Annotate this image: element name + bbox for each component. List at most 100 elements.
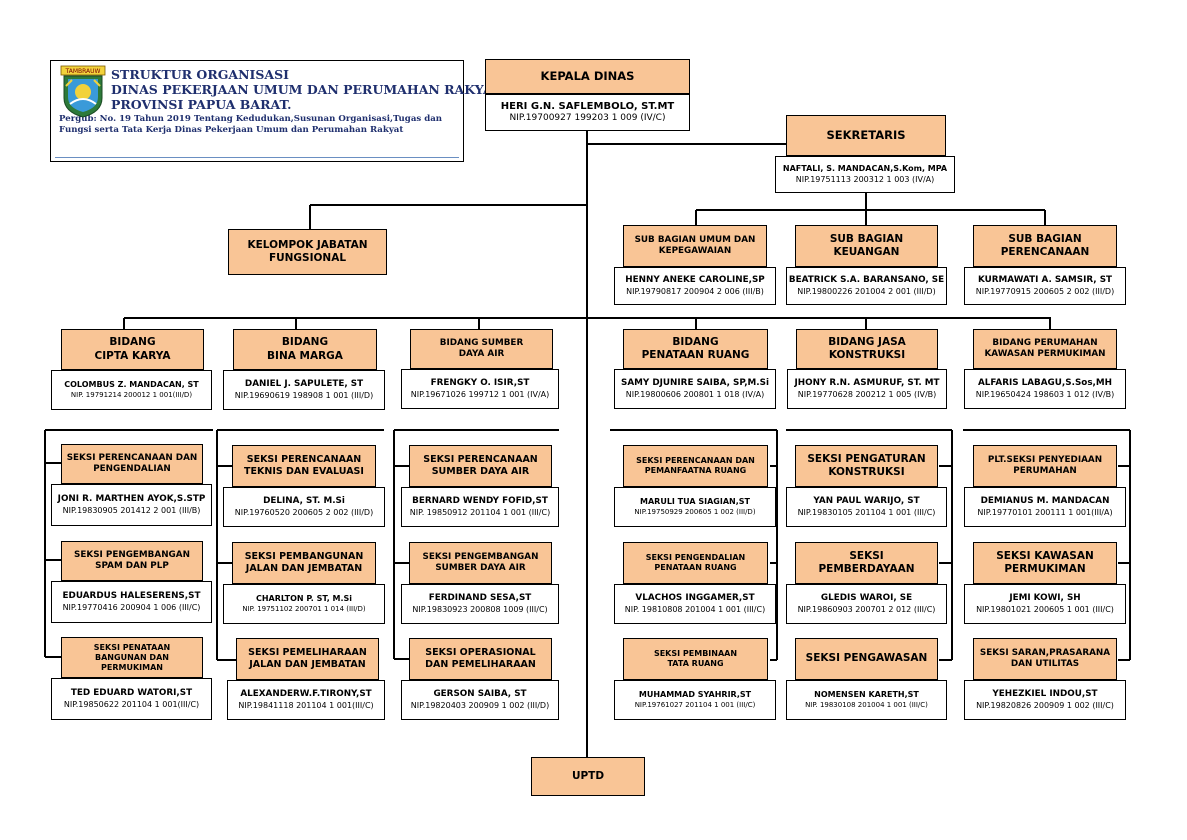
bidang-sumber-daya-air-name: FRENGKY O. ISIR,ST (430, 378, 530, 389)
kelompok-jabatan-fungsional-box: KELOMPOK JABATAN FUNGSIONAL (228, 229, 387, 275)
seksi-nip: NIP.19820403 200909 1 002 (III/D) (410, 700, 550, 710)
seksi-box: SEKSI PENGENDALIAN PENATAAN RUANG (623, 542, 768, 584)
seksi-info: VLACHOS INGGAMER,ST NIP. 19810808 201004… (614, 584, 776, 624)
title-line-3: PROVINSI PAPUA BARAT. (111, 97, 292, 112)
seksi-nip: NIP.19770101 200111 1 001(III/A) (977, 507, 1113, 517)
kepala-dinas-nip: NIP.19700927 199203 1 009 (IV/C) (509, 113, 666, 124)
bidang-sumber-daya-air-nip: NIP.19671026 199712 1 001 (IV/A) (410, 389, 550, 399)
province-logo-icon: TAMBRAUW (60, 65, 106, 118)
seksi-box: SEKSI OPERASIONAL DAN PEMELIHARAAN (409, 638, 552, 680)
seksi-box: SEKSI PERENCANAAN DAN PEMANFAATNA RUANG (623, 445, 768, 487)
seksi-box: SEKSI PEMBERDAYAAN (795, 542, 938, 584)
seksi-nip: NIP.19830905 201412 2 001 (III/B) (62, 505, 201, 515)
sekretaris-box: SEKRETARIS (786, 115, 946, 156)
subbagian-perencanaan-nip: NIP.19770915 200605 2 002 (III/D) (975, 286, 1115, 296)
bidang-penataan-ruang-name: SAMY DJUNIRE SAIBA, SP,M.Si (621, 378, 769, 389)
bidang-cipta-karya-name: COLOMBUS Z. MANDACAN, ST (64, 380, 199, 390)
bidang-perumahan-info: ALFARIS LABAGU,S.Sos,MH NIP.19650424 198… (964, 369, 1126, 409)
seksi-info: ALEXANDERW.F.TIRONY,ST NIP.19841118 2011… (227, 680, 385, 720)
seksi-info: JEMI KOWI, SH NIP.19801021 200605 1 001 … (964, 584, 1126, 624)
seksi-box: SEKSI PENGATURAN KONSTRUKSI (795, 445, 938, 487)
seksi-info: YAN PAUL WARIJO, ST NIP.19830105 201104 … (786, 487, 947, 527)
title-line-2: DINAS PEKERJAAN UMUM DAN PERUMAHAN RAKYA… (111, 82, 502, 97)
seksi-info: NOMENSEN KARETH,ST NIP. 19830108 201004 … (786, 680, 947, 720)
seksi-info: JONI R. MARTHEN AYOK,S.STP NIP.19830905 … (51, 484, 212, 526)
bidang-perumahan-box: BIDANG PERUMAHAN KAWASAN PERMUKIMAN (973, 329, 1117, 369)
seksi-info: MARULI TUA SIAGIAN,ST NIP.19750929 20060… (614, 487, 776, 527)
seksi-name: MARULI TUA SIAGIAN,ST (640, 497, 750, 507)
seksi-nip: NIP.19860903 200701 2 012 (III/C) (797, 604, 936, 614)
seksi-box: SEKSI PERENCANAAN SUMBER DAYA AIR (409, 445, 552, 487)
seksi-info: TED EDUARD WATORI,ST NIP.19850622 201104… (51, 678, 212, 720)
kepala-dinas-name: HERI G.N. SAFLEMBOLO, ST.MT (500, 101, 675, 113)
seksi-nip: NIP.19830105 201104 1 001 (III/C) (797, 507, 936, 517)
title-subtitle: Pergub: No. 19 Tahun 2019 Tentang Kedudu… (59, 114, 443, 135)
bidang-perumahan-nip: NIP.19650424 198603 1 012 (IV/B) (975, 389, 1115, 399)
seksi-info: FERDINAND SESA,ST NIP.19830923 200808 10… (401, 584, 559, 624)
subbagian-perencanaan-name: KURMAWATI A. SAMSIR, ST (977, 275, 1113, 286)
seksi-box: SEKSI PENGEMBANGAN SUMBER DAYA AIR (409, 542, 552, 584)
seksi-name: ALEXANDERW.F.TIRONY,ST (240, 689, 372, 700)
bidang-jasa-konstruksi-name: JHONY R.N. ASMURUF, ST. MT (794, 378, 940, 389)
uptd-box: UPTD (531, 757, 645, 796)
bidang-cipta-karya-box: BIDANG CIPTA KARYA (61, 329, 204, 370)
bidang-bina-marga-nip: NIP.19690619 198908 1 001 (III/D) (234, 390, 374, 400)
bidang-jasa-konstruksi-info: JHONY R.N. ASMURUF, ST. MT NIP.19770628 … (787, 369, 947, 409)
kepala-dinas-box: KEPALA DINAS (485, 59, 690, 94)
seksi-box: SEKSI KAWASAN PERMUKIMAN (973, 542, 1117, 584)
subbagian-keuangan-info: BEATRICK S.A. BARANSANO, SE NIP.19800226… (786, 267, 947, 305)
seksi-name: TED EDUARD WATORI,ST (70, 688, 193, 699)
seksi-box: SEKSI PEMELIHARAAN JALAN DAN JEMBATAN (236, 638, 379, 680)
bidang-sumber-daya-air-box: BIDANG SUMBER DAYA AIR (410, 329, 553, 369)
seksi-nip: NIP.19770416 200904 1 006 (III/C) (62, 602, 201, 612)
seksi-nip: NIP.19801021 200605 1 001 (III/C) (976, 604, 1114, 614)
sekretaris-info: NAFTALI, S. MANDACAN,S.Kom, MPA NIP.1975… (775, 156, 955, 193)
seksi-info: GLEDIS WAROI, SE NIP.19860903 200701 2 0… (786, 584, 947, 624)
kepala-dinas-info: HERI G.N. SAFLEMBOLO, ST.MT NIP.19700927… (485, 94, 690, 131)
seksi-nip: NIP.19830923 200808 1009 (III/C) (412, 604, 548, 614)
seksi-name: JONI R. MARTHEN AYOK,S.STP (57, 494, 206, 505)
seksi-nip: NIP. 19751102 200701 1 014 (III/D) (242, 604, 366, 613)
sekretaris-nip: NIP.19751113 200312 1 003 (IV/A) (795, 174, 935, 184)
seksi-nip: NIP.19761027 201104 1 001 (III/C) (634, 700, 756, 709)
subbagian-keuangan-nip: NIP.19800226 201004 2 001 (III/D) (797, 286, 936, 296)
seksi-name: MUHAMMAD SYAHRIR,ST (638, 690, 752, 700)
bidang-cipta-karya-info: COLOMBUS Z. MANDACAN, ST NIP. 19791214 2… (51, 370, 212, 410)
subbagian-keuangan-name: BEATRICK S.A. BARANSANO, SE (788, 275, 945, 286)
bidang-perumahan-name: ALFARIS LABAGU,S.Sos,MH (977, 378, 1113, 389)
seksi-name: GLEDIS WAROI, SE (820, 593, 913, 604)
seksi-nip: NIP. 19850912 201104 1 001 (III/C) (409, 507, 551, 517)
subbagian-perencanaan-info: KURMAWATI A. SAMSIR, ST NIP.19770915 200… (964, 267, 1126, 305)
seksi-name: YAN PAUL WARIJO, ST (813, 496, 920, 507)
seksi-info: DELINA, ST. M.Si NIP.19760520 200605 2 0… (223, 487, 385, 527)
seksi-info: CHARLTON P. ST, M.Si NIP. 19751102 20070… (223, 584, 385, 624)
seksi-nip: NIP.19760520 200605 2 002 (III/D) (234, 507, 374, 517)
seksi-name: DEMIANUS M. MANDACAN (980, 496, 1110, 507)
seksi-nip: NIP.19841118 201104 1 001(III/C) (238, 700, 374, 710)
seksi-box: SEKSI PEMBINAAN TATA RUANG (623, 638, 768, 680)
bidang-bina-marga-info: DANIEL J. SAPULETE, ST NIP.19690619 1989… (223, 370, 385, 410)
bidang-jasa-konstruksi-nip: NIP.19770628 200212 1 005 (IV/B) (797, 389, 937, 399)
bidang-jasa-konstruksi-box: BIDANG JASA KONSTRUKSI (796, 329, 938, 369)
seksi-box: SEKSI PENGAWASAN (795, 638, 938, 680)
seksi-info: GERSON SAIBA, ST NIP.19820403 200909 1 0… (401, 680, 559, 720)
seksi-name: NOMENSEN KARETH,ST (814, 690, 919, 700)
seksi-nip: NIP. 19830108 201004 1 001 (III/C) (805, 700, 928, 709)
seksi-box: SEKSI PERENCANAAN TEKNIS DAN EVALUASI (232, 445, 376, 487)
bidang-penataan-ruang-info: SAMY DJUNIRE SAIBA, SP,M.Si NIP.19800606… (614, 369, 776, 409)
seksi-box: SEKSI PENATAAN BANGUNAN DAN PERMUKIMAN (61, 637, 203, 678)
seksi-info: MUHAMMAD SYAHRIR,ST NIP.19761027 201104 … (614, 680, 776, 720)
seksi-info: DEMIANUS M. MANDACAN NIP.19770101 200111… (964, 487, 1126, 527)
subbagian-umum-box: SUB BAGIAN UMUM DAN KEPEGAWAIAN (623, 225, 767, 267)
title-block: STRUKTUR ORGANISASI DINAS PEKERJAAN UMUM… (50, 60, 501, 162)
seksi-name: JEMI KOWI, SH (1009, 593, 1081, 604)
seksi-nip: NIP.19850622 201104 1 001(III/C) (63, 699, 200, 709)
seksi-box: SEKSI PERENCANAAN DAN PENGENDALIAN (61, 444, 203, 484)
svg-text:TAMBRAUW: TAMBRAUW (65, 68, 101, 75)
seksi-box: SEKSI PENGEMBANGAN SPAM DAN PLP (61, 541, 203, 581)
seksi-box: SEKSI PEMBANGUNAN JALAN DAN JEMBATAN (232, 542, 376, 584)
bidang-penataan-ruang-nip: NIP.19800606 200801 1 018 (IV/A) (625, 389, 765, 399)
seksi-info: YEHEZKIEL INDOU,ST NIP.19820826 200909 1… (964, 680, 1126, 720)
seksi-box: PLT.SEKSI PENYEDIAAN PERUMAHAN (973, 445, 1117, 487)
